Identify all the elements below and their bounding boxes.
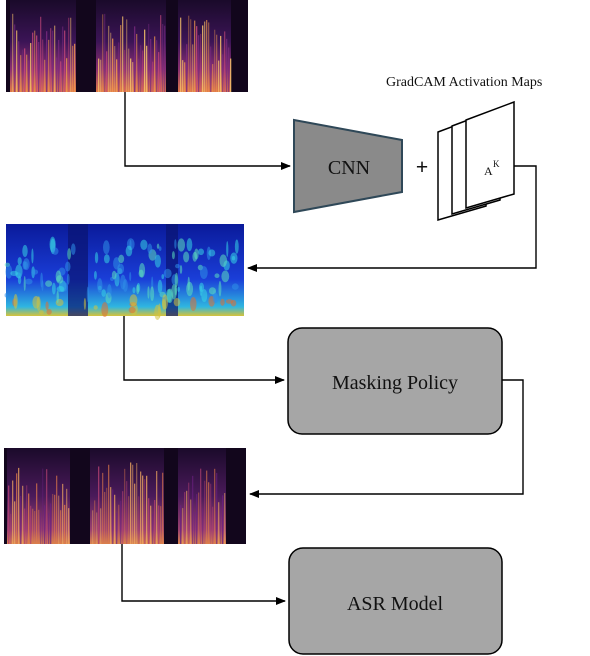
gradcam-heatmap-spectrogram xyxy=(4,224,244,320)
arrow-spectrogram-to-cnn xyxy=(124,92,291,170)
cnn-block: CNN xyxy=(293,118,403,214)
arrow-masked-spectrogram-to-asr xyxy=(121,544,286,605)
plus-sign: + xyxy=(416,154,429,179)
gradcam-title: GradCAM Activation Maps xyxy=(386,75,542,90)
asr-model-block: ASR Model xyxy=(288,547,503,655)
masked-spectrogram xyxy=(4,448,246,544)
activation-map-stack: A K xyxy=(437,100,515,221)
input-spectrogram xyxy=(6,0,248,93)
masking-policy-label: Masking Policy xyxy=(332,372,458,394)
arrow-heatmap-to-masking-policy xyxy=(123,316,285,384)
activation-map-label: A xyxy=(484,164,493,178)
activation-map-superscript: K xyxy=(493,159,500,169)
arrow-activation-maps-to-heatmap xyxy=(247,165,537,272)
masking-policy-block: Masking Policy xyxy=(287,327,503,435)
cnn-label: CNN xyxy=(328,157,370,179)
asr-model-label: ASR Model xyxy=(347,593,444,615)
arrow-masking-policy-to-masked-spectrogram xyxy=(249,379,524,498)
